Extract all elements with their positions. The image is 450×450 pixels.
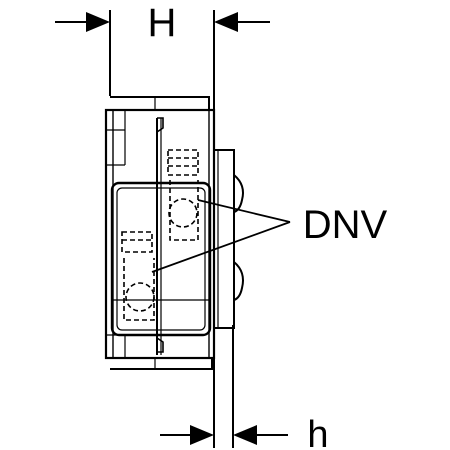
top-cap bbox=[110, 96, 210, 111]
arrowhead-left bbox=[233, 425, 257, 445]
callout-dnv: DNV bbox=[151, 199, 388, 273]
callout-label: DNV bbox=[303, 203, 388, 247]
clip-bottom bbox=[156, 337, 164, 353]
flange-outline bbox=[214, 149, 235, 329]
lower-valve-housing bbox=[123, 258, 155, 321]
lower-valve-body bbox=[121, 231, 153, 253]
lower-valve-port bbox=[125, 282, 155, 312]
upper-valve-body bbox=[167, 149, 199, 176]
hidden-valve-lower bbox=[121, 231, 155, 321]
arrowhead-right bbox=[190, 425, 214, 445]
body-outline bbox=[104, 108, 216, 360]
mounting-flange bbox=[214, 149, 244, 329]
dimension-label-H: H bbox=[148, 1, 177, 45]
inner-tray bbox=[110, 181, 212, 337]
upper-valve-housing bbox=[169, 180, 199, 241]
upper-valve-port bbox=[168, 198, 198, 228]
tray-inner-outline bbox=[116, 187, 206, 331]
hidden-valve-upper bbox=[167, 149, 199, 241]
tray-outline bbox=[110, 181, 212, 337]
bottom-cap bbox=[110, 357, 213, 370]
housing bbox=[104, 96, 216, 370]
leader-line-upper bbox=[197, 199, 291, 223]
arrowhead-left bbox=[214, 12, 238, 32]
dimension-h-lower: h bbox=[160, 325, 329, 450]
dimension-label-h: h bbox=[307, 414, 328, 450]
flange-knob-upper bbox=[233, 174, 244, 213]
arrowhead-right bbox=[86, 12, 110, 32]
clip-top bbox=[156, 117, 164, 133]
flange-knob-lower bbox=[233, 261, 244, 301]
leader-line-lower bbox=[151, 221, 291, 273]
dimension-h-upper: H bbox=[55, 1, 270, 110]
